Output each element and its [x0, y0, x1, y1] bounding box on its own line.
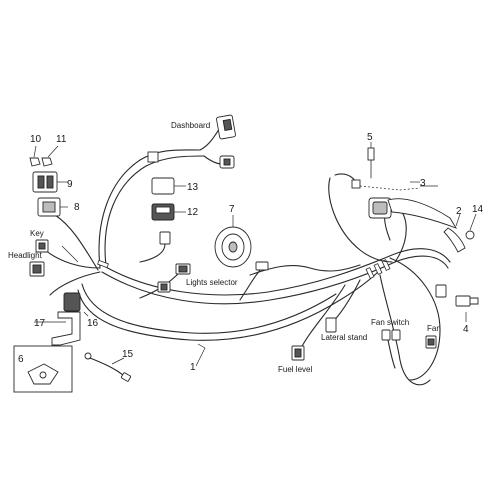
cable-15 — [84, 352, 132, 382]
horn-7 — [214, 215, 252, 268]
callout-9: 9 — [67, 179, 73, 190]
callout-3: 3 — [420, 178, 426, 189]
label-headlight: Headlight — [8, 251, 43, 260]
callout-6: 6 — [18, 354, 24, 365]
right-connectors — [435, 284, 479, 322]
callout-7: 7 — [229, 204, 235, 215]
fuel-level-plug — [294, 348, 302, 358]
dashboard-connectors — [147, 114, 236, 169]
callout-13: 13 — [187, 182, 199, 193]
callout-12: 12 — [187, 207, 199, 218]
relay-12 — [151, 203, 186, 221]
callout-17: 17 — [34, 318, 46, 329]
bolt-5 — [367, 142, 375, 179]
label-fuel-level: Fuel level — [278, 365, 312, 374]
callout-14: 14 — [472, 204, 484, 215]
headlight-connector — [29, 261, 45, 277]
main-harness — [44, 149, 451, 386]
callout-8: 8 — [74, 202, 80, 213]
lights-selector-connectors — [157, 263, 191, 293]
callout-11: 11 — [56, 134, 67, 145]
label-key: Key — [30, 229, 44, 238]
lateral-stand-connector — [325, 317, 337, 333]
coil-assembly-3 — [328, 173, 458, 263]
callout-5: 5 — [367, 132, 373, 143]
clips-10-11 — [29, 145, 59, 167]
leader-lines — [61, 185, 438, 367]
relay-13 — [151, 177, 186, 195]
connector-8 — [37, 197, 68, 217]
label-lateral: Lateral stand — [321, 333, 367, 342]
clip-6-box — [13, 345, 73, 393]
horn-connector — [255, 261, 269, 271]
fan-connector — [425, 335, 437, 349]
callout-1: 1 — [190, 362, 196, 373]
label-dashboard: Dashboard — [171, 121, 210, 130]
label-lights-selector: Lights selector — [186, 278, 238, 287]
spark-cap-2-14 — [443, 213, 477, 253]
relay-9 — [32, 171, 68, 193]
key-connector — [35, 239, 49, 253]
callout-2: 2 — [456, 206, 462, 217]
fan-switch-connectors — [381, 329, 401, 369]
callout-16: 16 — [87, 318, 99, 329]
small-connector — [159, 231, 171, 245]
bracket-17-fuse-16 — [34, 292, 89, 346]
callout-10: 10 — [30, 134, 42, 145]
label-fan: Fan — [427, 324, 441, 333]
callout-15: 15 — [122, 349, 134, 360]
label-fan-switch: Fan switch — [371, 318, 409, 327]
callout-4: 4 — [463, 324, 469, 335]
